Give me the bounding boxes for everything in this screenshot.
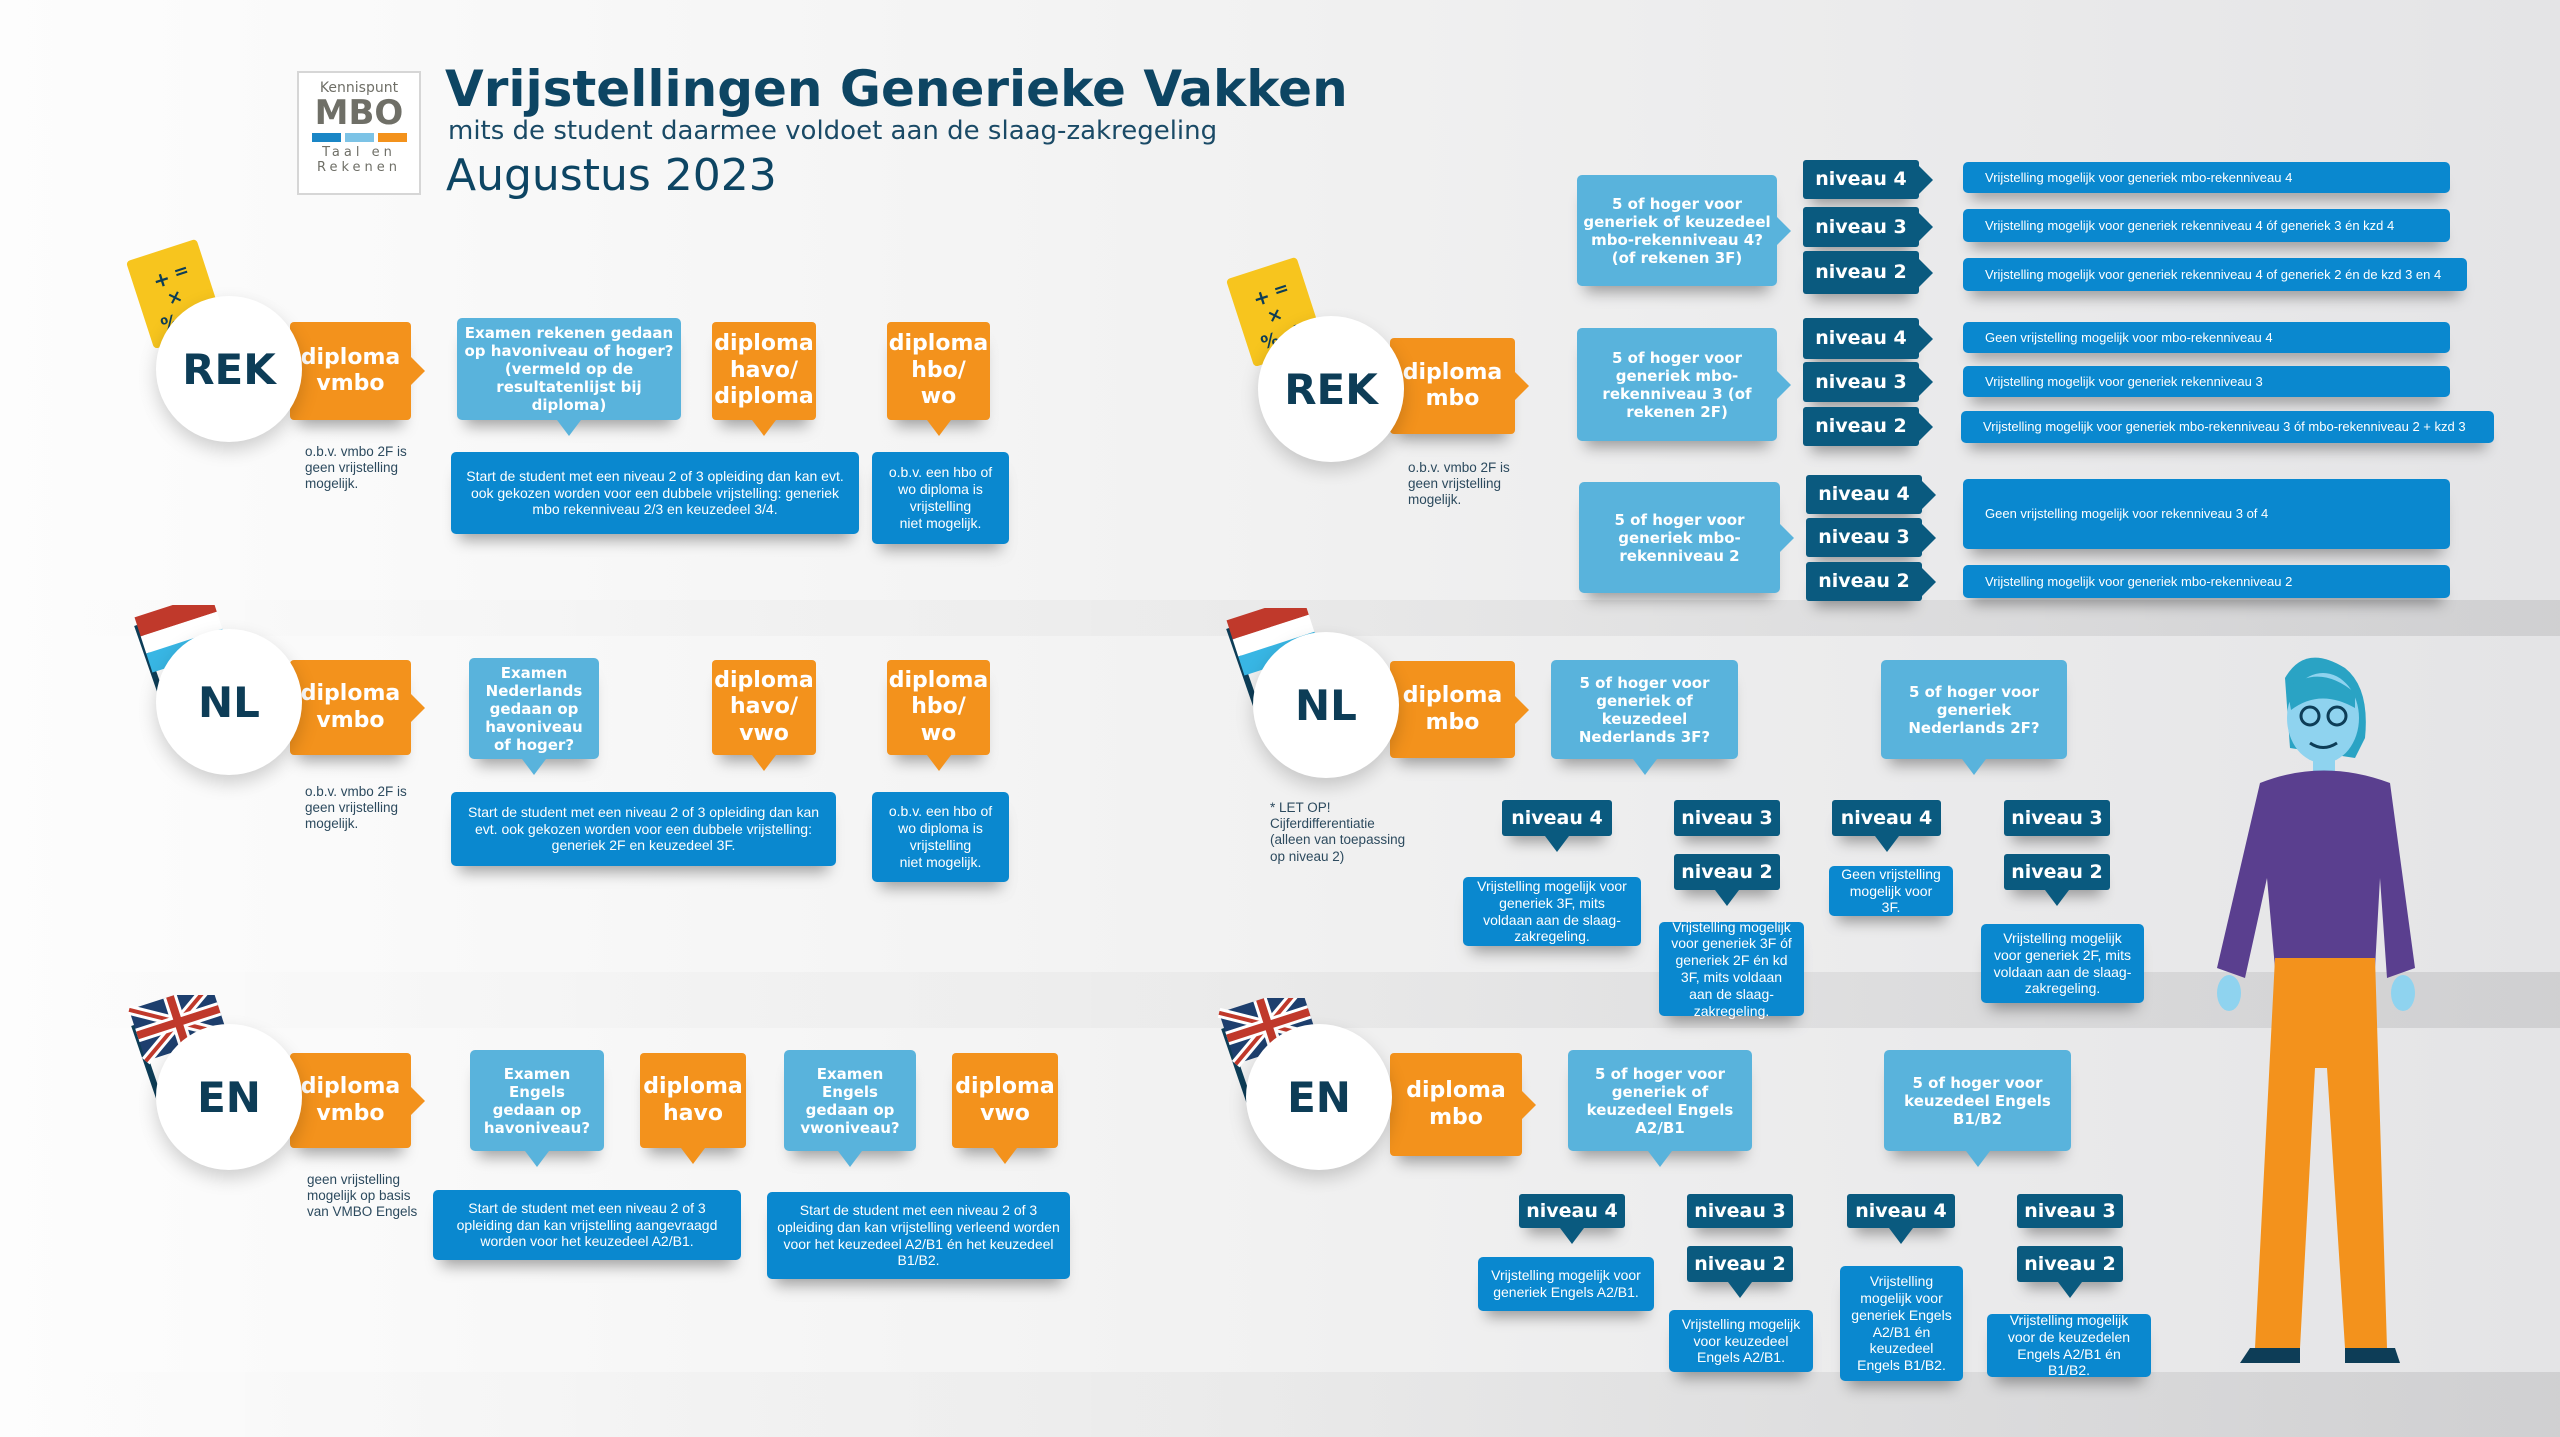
result-bar: Vrijstelling mogelijk voor generiek mbo-… xyxy=(1963,565,2450,598)
level-box: niveau 4 xyxy=(1502,800,1612,852)
note: o.b.v. vmbo 2F is geen vrijstelling moge… xyxy=(305,444,407,492)
level-box: niveau 3 xyxy=(2017,1194,2123,1228)
level-box: niveau 3 xyxy=(1803,362,1933,402)
diploma-hbo-box: diploma hbo/ wo xyxy=(887,660,990,771)
level-box: niveau 4 xyxy=(1847,1194,1955,1244)
diploma-havo-vwo-box: diploma havo/ vwo xyxy=(712,660,816,771)
result-bar: Vrijstelling mogelijk voor generiek mbo-… xyxy=(1963,162,2450,193)
result-bar: Vrijstelling mogelijk voor generiek reke… xyxy=(1963,366,2450,397)
subject-circle-rek: REK xyxy=(1258,316,1404,462)
result-bar: Vrijstelling mogelijk voor generiek reke… xyxy=(1963,209,2450,242)
level-box: niveau 4 xyxy=(1519,1194,1625,1244)
diploma-mbo-box: diploma mbo xyxy=(1390,338,1529,434)
subject-circle-nl: NL xyxy=(1253,632,1399,778)
question-box: 5 of hoger voor generiek of keuzedeel mb… xyxy=(1577,175,1791,286)
note: o.b.v. vmbo 2F is geen vrijstelling moge… xyxy=(305,784,407,832)
diploma-vwo-box: diploma vwo xyxy=(952,1053,1058,1164)
subject-circle-rek: REK xyxy=(156,296,302,442)
level-box: niveau 2 xyxy=(1803,407,1933,446)
logo-color-bars xyxy=(299,133,419,142)
logo: Kennispunt MBO Taal en Rekenen xyxy=(297,71,421,195)
diploma-hbo-box: diploma hbo/ wo xyxy=(887,322,990,436)
level-box: niveau 3 xyxy=(1687,1194,1793,1228)
diploma-vmbo-box: diploma vmbo xyxy=(290,1053,425,1148)
subject-circle-en: EN xyxy=(156,1024,302,1170)
level-box: niveau 2 xyxy=(1674,854,1780,906)
level-box: niveau 3 xyxy=(1806,518,1936,557)
svg-text:=: = xyxy=(1271,277,1292,302)
diploma-mbo-box: diploma mbo xyxy=(1390,661,1529,758)
subject-circle-nl: NL xyxy=(156,629,302,775)
result-bar: Geen vrijstelling mogelijk voor mbo-reke… xyxy=(1963,322,2450,353)
result-box: Vrijstelling mogelijk voor generiek 3F ó… xyxy=(1659,919,1804,1019)
question-box: 5 of hoger voor generiek mbo-rekenniveau… xyxy=(1577,328,1791,441)
result-box: Vrijstelling mogelijk voor generiek 2F, … xyxy=(1981,924,2144,1003)
level-box: niveau 2 xyxy=(1803,251,1933,294)
result-box: Start de student met een niveau 2 of 3 o… xyxy=(451,452,859,534)
level-box: niveau 3 xyxy=(1803,207,1933,247)
note: o.b.v. vmbo 2F is geen vrijstelling moge… xyxy=(1408,460,1510,508)
question-box: Examen rekenen gedaan op havoniveau of h… xyxy=(457,318,681,436)
result-box: Start de student met een niveau 2 of 3 o… xyxy=(451,792,836,866)
svg-text:+: + xyxy=(1250,283,1273,311)
result-box: Vrijstelling mogelijk voor generiek Enge… xyxy=(1478,1257,1654,1311)
result-box: o.b.v. een hbo of wo diploma is vrijstel… xyxy=(872,792,1009,882)
logo-text: Kennispunt xyxy=(319,80,399,96)
question-box: Examen Nederlands gedaan op havoniveau o… xyxy=(469,658,599,775)
result-bar: Vrijstelling mogelijk voor generiek reke… xyxy=(1963,258,2467,291)
note: geen vrijstelling mogelijk op basis van … xyxy=(307,1172,418,1220)
note: * LET OP! Cijferdifferentiatie (alleen v… xyxy=(1270,800,1406,864)
svg-text:×: × xyxy=(1265,303,1286,328)
result-box: o.b.v. een hbo of wo diploma is vrijstel… xyxy=(872,452,1009,544)
result-bar: Geen vrijstelling mogelijk voor rekenniv… xyxy=(1963,479,2450,549)
diploma-vmbo-box: diploma vmbo xyxy=(290,322,425,420)
student-illustration xyxy=(2217,657,2415,1363)
question-box: Examen Engels gedaan op havoniveau? xyxy=(470,1050,604,1167)
question-box: 5 of hoger voor generiek mbo-rekenniveau… xyxy=(1579,482,1794,593)
page-date: Augustus 2023 xyxy=(446,150,777,201)
question-box: Examen Engels gedaan op vwoniveau? xyxy=(784,1050,916,1167)
result-box: Vrijstelling mogelijk voor keuzedeel Eng… xyxy=(1669,1310,1813,1372)
result-bar: Vrijstelling mogelijk voor generiek mbo-… xyxy=(1961,411,2494,443)
diploma-havo-box: diploma havo/ diploma xyxy=(712,322,816,436)
page-subtitle: mits de student daarmee voldoet aan de s… xyxy=(448,116,1218,146)
level-box: niveau 3 xyxy=(1674,800,1780,836)
result-box: Geen vrijstelling mogelijk voor 3F. xyxy=(1829,866,1953,916)
diploma-vmbo-box: diploma vmbo xyxy=(290,660,425,755)
question-box: 5 of hoger voor generiek Nederlands 2F? xyxy=(1881,660,2067,775)
svg-text:+: + xyxy=(150,265,173,293)
subject-circle-en: EN xyxy=(1246,1024,1392,1170)
level-box: niveau 4 xyxy=(1803,160,1933,199)
result-box: Vrijstelling mogelijk voor de keuzedelen… xyxy=(1987,1312,2151,1378)
level-box: niveau 2 xyxy=(2017,1246,2123,1298)
level-box: niveau 4 xyxy=(1832,800,1941,852)
question-box: 5 of hoger voor generiek of keuzedeel Ne… xyxy=(1551,660,1738,775)
page-title: Vrijstellingen Generieke Vakken xyxy=(445,60,1348,118)
svg-text:×: × xyxy=(165,285,186,310)
result-box: Start de student met een niveau 2 of 3 o… xyxy=(767,1192,1070,1279)
level-box: niveau 2 xyxy=(1687,1246,1793,1298)
level-box: niveau 4 xyxy=(1806,475,1936,514)
diploma-havo-box: diploma havo xyxy=(640,1053,746,1164)
question-box: 5 of hoger voor keuzedeel Engels B1/B2 xyxy=(1884,1050,2071,1167)
level-box: niveau 4 xyxy=(1803,318,1933,359)
background-band xyxy=(0,1372,2560,1437)
logo-text: MBO xyxy=(314,93,404,133)
logo-text: Rekenen xyxy=(317,160,401,175)
level-box: niveau 3 xyxy=(2004,800,2110,836)
result-box: Vrijstelling mogelijk voor generiek 3F, … xyxy=(1463,877,1641,946)
svg-text:=: = xyxy=(171,259,192,284)
diploma-mbo-box: diploma mbo xyxy=(1390,1053,1536,1156)
level-box: niveau 2 xyxy=(1806,562,1936,601)
result-box: Start de student met een niveau 2 of 3 o… xyxy=(433,1190,741,1260)
level-box: niveau 2 xyxy=(2004,854,2110,906)
question-box: 5 of hoger voor generiek of keuzedeel En… xyxy=(1568,1050,1752,1167)
result-box: Vrijstelling mogelijk voor generiek Enge… xyxy=(1840,1266,1963,1381)
logo-text: Taal en xyxy=(322,145,396,160)
